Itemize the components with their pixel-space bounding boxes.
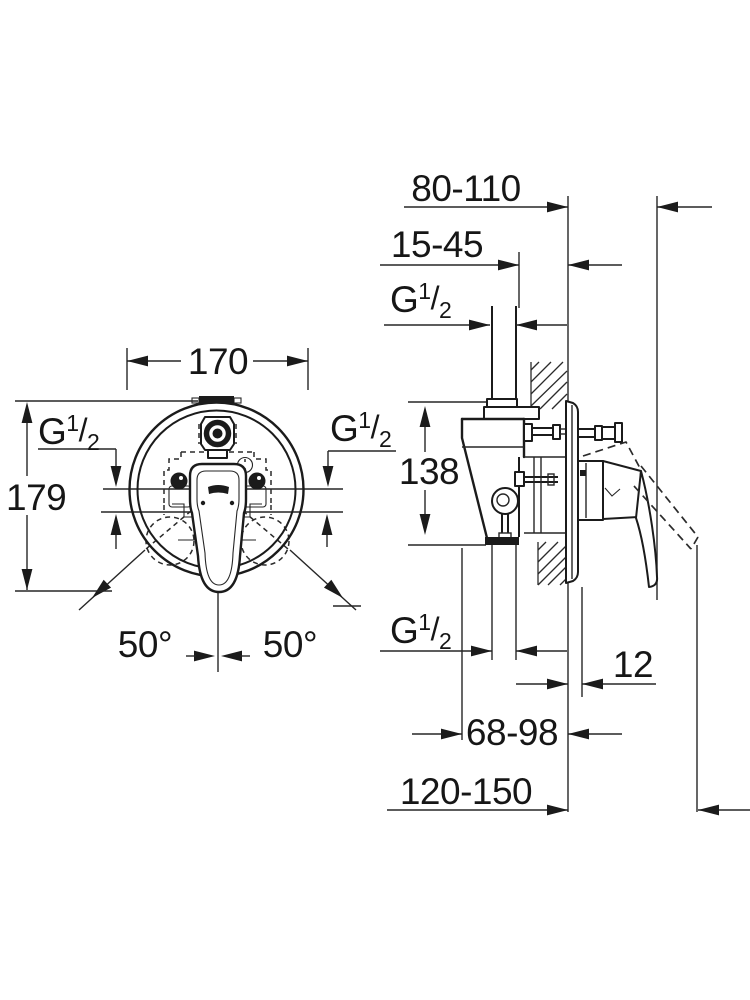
escutcheon-and-handle bbox=[565, 400, 699, 588]
front-thread-leaders bbox=[38, 448, 396, 549]
stop-screw bbox=[514, 471, 525, 487]
valve-body-section bbox=[460, 306, 566, 545]
top-tab bbox=[199, 396, 234, 403]
handle-hub bbox=[577, 460, 604, 521]
port-circle bbox=[491, 487, 519, 515]
lever-slot bbox=[208, 485, 229, 494]
dim-angle-left: 50° bbox=[118, 624, 172, 665]
front-height-dimension bbox=[15, 400, 198, 592]
wall-hatching bbox=[530, 361, 568, 586]
thread-label-front-left: G1/2 bbox=[38, 410, 99, 455]
handle-lever-front bbox=[188, 462, 248, 594]
body-rim bbox=[483, 406, 540, 420]
dim-port-height: 138 bbox=[399, 451, 459, 492]
dim-angle-right: 50° bbox=[263, 624, 317, 665]
side-dimension-lines bbox=[380, 201, 750, 816]
front-width-dimension bbox=[126, 348, 309, 390]
handle-lever-side bbox=[635, 470, 659, 588]
shower-outlet bbox=[200, 416, 235, 459]
front-view: 170 179 G1/2 G1/2 50° 50° bbox=[6, 341, 396, 672]
angle-legs bbox=[78, 549, 361, 662]
dim-total-depth: 120-150 bbox=[400, 771, 532, 812]
dim-protrusion: 15-45 bbox=[391, 224, 483, 265]
dim-handle-depth: 80-110 bbox=[411, 168, 520, 209]
dim-front-height: 179 bbox=[6, 477, 66, 518]
dim-front-width: 170 bbox=[188, 341, 248, 382]
dim-body-recess: 68-98 bbox=[466, 712, 558, 753]
dim-plate-thickness: 12 bbox=[613, 644, 653, 685]
fixing-screws bbox=[168, 472, 267, 508]
knob-flange bbox=[594, 425, 603, 441]
pipe-collar bbox=[486, 398, 518, 408]
thread-label-side-top: G1/2 bbox=[390, 278, 451, 323]
handle-dashed-position bbox=[582, 441, 642, 471]
screw-left bbox=[170, 472, 188, 490]
thread-label-side-bottom: G1/2 bbox=[390, 609, 451, 654]
handle-cone bbox=[602, 460, 642, 520]
check-valve bbox=[523, 423, 533, 442]
bottom-outlet-flange bbox=[485, 537, 519, 545]
screw-right bbox=[248, 472, 266, 490]
side-view: 80-110 15-45 G1/2 138 G1/2 12 68-98 120-… bbox=[380, 168, 750, 816]
thread-label-front-right: G1/2 bbox=[330, 407, 391, 452]
